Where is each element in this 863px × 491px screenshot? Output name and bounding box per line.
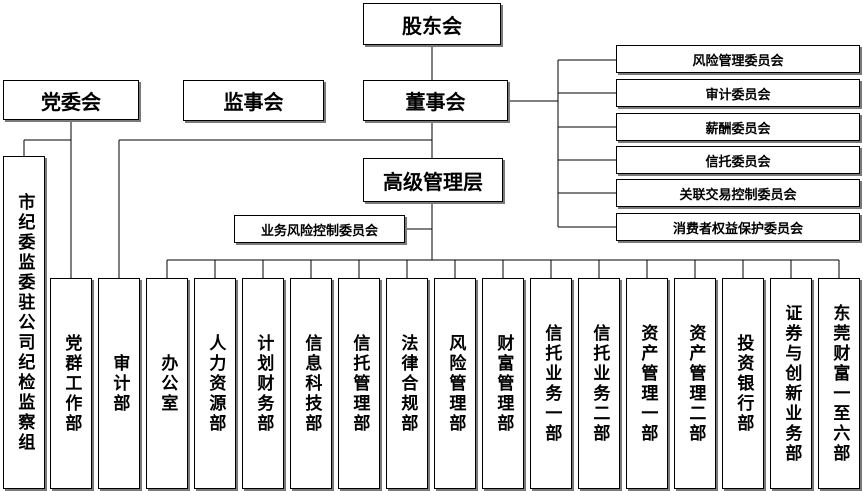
dept-human-resources: 人力资源部: [194, 278, 236, 489]
party-committee-box: 党委会: [3, 80, 139, 120]
dept-asset-management-2: 资产管理二部: [674, 278, 716, 489]
dept-label: 人力资源部: [205, 333, 226, 434]
dept-trust-management: 信托管理部: [338, 278, 380, 489]
committee-label: 薪酬委员会: [705, 121, 771, 137]
board-of-directors-label: 董事会: [405, 90, 466, 114]
dept-label: 资产管理二部: [685, 323, 706, 444]
dept-wealth-management: 财富管理部: [482, 278, 524, 489]
committee-audit: 审计委员会: [616, 79, 860, 107]
committee-label: 消费者权益保护委员会: [672, 221, 803, 237]
dept-label: 财富管理部: [493, 333, 514, 434]
committee-label: 信托委员会: [705, 154, 771, 170]
shareholders-box: 股东会: [363, 3, 501, 45]
dept-label: 办公室: [157, 353, 178, 414]
committee-consumer-protection: 消费者权益保护委员会: [616, 213, 860, 241]
dept-trust-business-1: 信托业务一部: [530, 278, 572, 489]
shareholders-label: 股东会: [402, 13, 462, 38]
business-risk-committee-box: 业务风险控制委员会: [234, 215, 405, 243]
dept-planning-finance: 计划财务部: [242, 278, 284, 489]
committee-risk-management: 风险管理委员会: [616, 45, 860, 73]
dept-label: 审计部: [109, 353, 130, 414]
dept-securities-innovation: 证券与创新业务部: [770, 278, 812, 489]
senior-management-box: 高级管理层: [363, 158, 503, 202]
dept-office: 办公室: [146, 278, 188, 489]
dept-dongguan-wealth: 东莞财富一至六部: [818, 278, 860, 489]
dept-label: 计划财务部: [253, 333, 274, 434]
dept-label: 法律合规部: [397, 333, 418, 434]
dept-label: 信托业务一部: [541, 323, 562, 444]
dept-label: 信托管理部: [349, 333, 370, 434]
committee-label: 审计委员会: [705, 87, 771, 103]
dept-label: 东莞财富一至六部: [829, 303, 850, 464]
committee-remuneration: 薪酬委员会: [616, 113, 860, 141]
business-risk-committee-label: 业务风险控制委员会: [260, 223, 378, 239]
dept-risk-management: 风险管理部: [434, 278, 476, 489]
dept-party-work: 党群工作部: [50, 278, 92, 489]
committee-label: 关联交易控制委员会: [679, 187, 797, 203]
committee-trust: 信托委员会: [616, 146, 860, 174]
inspection-group-box: 市纪委监委驻公司纪检监察组: [3, 156, 45, 489]
inspection-group-label: 市纪委监委驻公司纪检监察组: [14, 192, 35, 453]
dept-label: 证券与创新业务部: [781, 303, 802, 464]
senior-management-label: 高级管理层: [383, 169, 483, 194]
dept-trust-business-2: 信托业务二部: [578, 278, 620, 489]
dept-label: 信息科技部: [301, 333, 322, 434]
party-committee-label: 党委会: [41, 89, 101, 114]
dept-label: 投资银行部: [733, 333, 754, 434]
dept-it: 信息科技部: [290, 278, 332, 489]
dept-investment-banking: 投资银行部: [722, 278, 764, 489]
board-of-directors-box: 董事会: [363, 80, 508, 121]
dept-label: 资产管理一部: [637, 323, 658, 444]
dept-legal-compliance: 法律合规部: [386, 278, 428, 489]
supervisory-board-label: 监事会: [223, 90, 284, 114]
dept-label: 信托业务二部: [589, 323, 610, 444]
supervisory-board-box: 监事会: [183, 80, 324, 121]
dept-label: 风险管理部: [445, 333, 466, 434]
dept-asset-management-1: 资产管理一部: [626, 278, 668, 489]
committee-label: 风险管理委员会: [692, 53, 784, 69]
dept-audit: 审计部: [98, 278, 140, 489]
dept-label: 党群工作部: [61, 333, 82, 434]
committee-related-transactions: 关联交易控制委员会: [616, 179, 860, 207]
